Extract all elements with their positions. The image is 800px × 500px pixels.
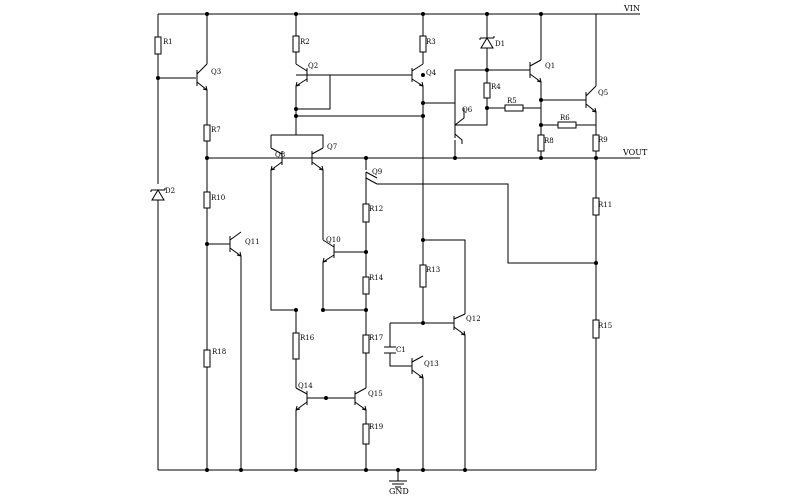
label-r13: R13	[426, 266, 440, 274]
label-vin: VIN	[623, 4, 640, 13]
label-q14: Q14	[298, 382, 313, 390]
label-q11: Q11	[245, 238, 260, 246]
resistors	[154, 35, 600, 445]
transistor-q10	[322, 239, 335, 263]
label-r9: R9	[598, 136, 608, 144]
transistor-q1	[529, 59, 542, 90]
resistor-r1	[154, 36, 162, 55]
label-r6: R6	[560, 114, 570, 122]
resistor-r6	[557, 121, 577, 129]
resistor-r13	[419, 264, 427, 288]
label-r12: R12	[369, 205, 383, 213]
label-r1: R1	[163, 38, 173, 46]
label-q12: Q12	[466, 315, 481, 323]
transistor-q11	[229, 231, 242, 257]
transistor-q13	[411, 355, 424, 379]
transistor-q7	[311, 147, 324, 171]
resistor-r7	[203, 124, 211, 142]
resistor-r5	[504, 104, 524, 112]
label-q9: Q9	[372, 168, 382, 176]
resistor-r12	[362, 203, 370, 223]
label-q3: Q3	[211, 68, 221, 76]
label-r5: R5	[507, 97, 517, 105]
resistor-r17	[362, 334, 370, 354]
ground-symbol	[389, 480, 407, 488]
resistor-r18	[203, 349, 211, 368]
resistor-r15	[592, 319, 600, 339]
label-d2: D2	[165, 187, 175, 195]
resistor-r19	[362, 423, 370, 445]
resistor-r11	[592, 197, 600, 216]
resistor-r3	[419, 35, 427, 53]
resistor-r9	[592, 134, 600, 152]
label-r4: R4	[491, 83, 501, 91]
labels: VIN VOUT GND R1 R2 R3 R4 R5 R6 R7 R8 R9 …	[163, 4, 648, 496]
label-q15: Q15	[368, 390, 383, 398]
transistor-q3	[196, 63, 208, 91]
transistor-q4	[411, 63, 424, 87]
label-q8: Q8	[275, 151, 285, 159]
junction-dots	[156, 12, 598, 472]
label-r15: R15	[598, 322, 612, 330]
label-r7: R7	[211, 126, 221, 134]
resistor-r4	[483, 82, 491, 99]
label-q7: Q7	[327, 143, 337, 151]
label-r16: R16	[300, 334, 315, 342]
label-q5: Q5	[598, 89, 608, 97]
transistor-q5	[585, 85, 597, 113]
label-r11: R11	[598, 201, 612, 209]
label-r3: R3	[426, 38, 436, 46]
resistor-r2	[292, 35, 300, 53]
resistor-r10	[203, 191, 211, 209]
label-q2: Q2	[308, 62, 318, 70]
resistor-r16	[292, 332, 300, 360]
transistor-q8	[270, 147, 283, 171]
label-d1: D1	[495, 40, 505, 48]
transistor-q2	[295, 63, 330, 87]
transistor-q9	[365, 171, 378, 194]
label-q13: Q13	[424, 360, 439, 368]
zener-diode-d1	[479, 36, 495, 49]
label-r8: R8	[544, 137, 554, 145]
label-r18: R18	[212, 348, 226, 356]
label-gnd: GND	[389, 487, 409, 496]
label-q6: Q6	[462, 106, 473, 114]
zener-diode-d2	[150, 188, 166, 201]
capacitor-c1	[384, 346, 396, 354]
transistor-q12	[453, 313, 466, 336]
resistor-r8	[537, 134, 545, 152]
transistor-q6	[454, 108, 465, 144]
label-r17: R17	[369, 334, 383, 342]
label-q4: Q4	[426, 69, 437, 77]
resistor-r14	[362, 276, 370, 295]
transistor-q15	[354, 387, 367, 411]
label-r19: R19	[369, 423, 383, 431]
label-c1: C1	[396, 346, 406, 354]
label-q1: Q1	[545, 62, 555, 70]
label-r10: R10	[211, 194, 225, 202]
label-r14: R14	[369, 274, 384, 282]
transistor-q14	[295, 387, 308, 411]
label-r2: R2	[300, 38, 310, 46]
label-q10: Q10	[326, 236, 341, 244]
label-vout: VOUT	[622, 148, 648, 157]
